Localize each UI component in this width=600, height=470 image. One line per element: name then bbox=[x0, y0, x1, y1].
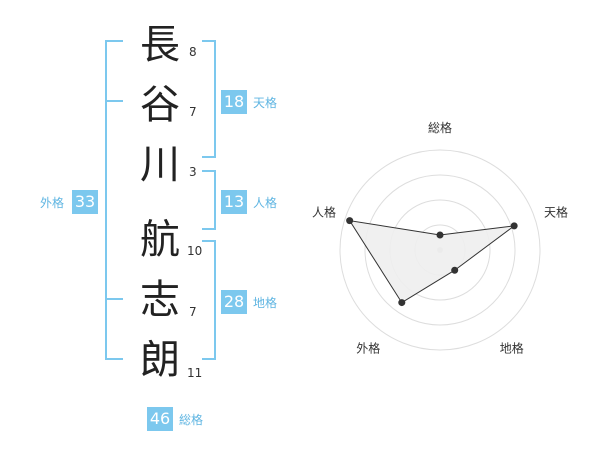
jinkaku-bracket bbox=[202, 170, 216, 230]
name-char-1: 長 bbox=[140, 22, 180, 68]
radar-point-1 bbox=[436, 231, 444, 239]
radar-axis-label-4: 外格 bbox=[356, 341, 380, 356]
stroke-count-4: 10 bbox=[187, 244, 203, 258]
stroke-count-3: 3 bbox=[189, 165, 197, 179]
jinkaku-label: 人格 bbox=[253, 196, 278, 210]
gaikaku-bracket-bottom bbox=[105, 300, 123, 360]
tenkaku-score: 18 bbox=[221, 90, 247, 114]
radar-ring-4 bbox=[339, 149, 541, 351]
stroke-count-5: 7 bbox=[189, 305, 197, 319]
radar-axis-label-1: 総格 bbox=[428, 120, 452, 135]
radar-point-5 bbox=[346, 217, 354, 225]
tenkaku-label: 天格 bbox=[253, 96, 278, 110]
gaikaku-label: 外格 bbox=[40, 196, 65, 210]
name-char-4: 航 bbox=[140, 217, 180, 263]
name-char-5: 志 bbox=[140, 277, 180, 323]
stroke-count-2: 7 bbox=[189, 105, 197, 119]
jinkaku-score: 13 bbox=[221, 190, 247, 214]
stroke-count-1: 8 bbox=[189, 45, 197, 59]
name-char-6: 朗 bbox=[140, 337, 180, 383]
name-char-3: 川 bbox=[140, 142, 180, 188]
chikaku-label: 地格 bbox=[253, 296, 278, 310]
gaikaku-bracket-top bbox=[105, 40, 123, 100]
radar-data-polygon bbox=[348, 219, 516, 304]
stroke-count-6: 11 bbox=[187, 366, 203, 380]
gaikaku-bracket-middle bbox=[105, 100, 123, 300]
radar-axis-label-2: 天格 bbox=[544, 204, 568, 219]
radar-axis-label-5: 人格 bbox=[312, 204, 336, 219]
radar-point-2 bbox=[510, 222, 518, 230]
chikaku-bracket bbox=[202, 240, 216, 360]
soukaku-label: 総格 bbox=[179, 413, 204, 427]
radar-axis-label-3: 地格 bbox=[500, 341, 524, 356]
chikaku-score: 28 bbox=[221, 290, 247, 314]
name-char-2: 谷 bbox=[140, 82, 180, 128]
gaikaku-score: 33 bbox=[72, 190, 98, 214]
radar-point-4 bbox=[398, 299, 406, 307]
soukaku-score: 46 bbox=[147, 407, 173, 431]
tenkaku-bracket bbox=[202, 40, 216, 158]
radar-point-3 bbox=[451, 266, 459, 274]
radar-ring-3 bbox=[364, 174, 516, 326]
